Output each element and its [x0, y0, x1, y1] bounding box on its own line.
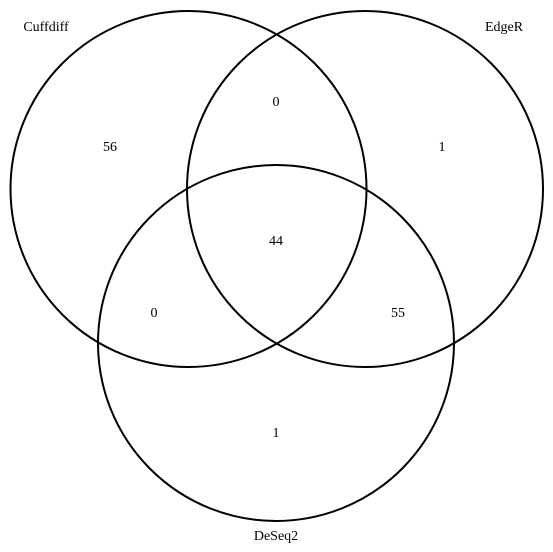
region-count-edger-deseq2: 55 — [391, 306, 405, 321]
set-label-edger: EdgeR — [485, 20, 524, 35]
region-count-all-three: 44 — [269, 234, 283, 249]
region-count-cuffdiff-only: 56 — [103, 140, 117, 155]
set-label-cuffdiff: Cuffdiff — [23, 20, 69, 35]
region-count-cuffdiff-deseq2: 0 — [151, 306, 158, 321]
set-label-deseq2: DeSeq2 — [254, 529, 298, 544]
region-count-cuffdiff-edger: 0 — [273, 95, 280, 110]
region-count-deseq2-only: 1 — [273, 426, 280, 441]
region-count-edger-only: 1 — [439, 140, 446, 155]
circle-deseq2 — [97, 164, 455, 522]
